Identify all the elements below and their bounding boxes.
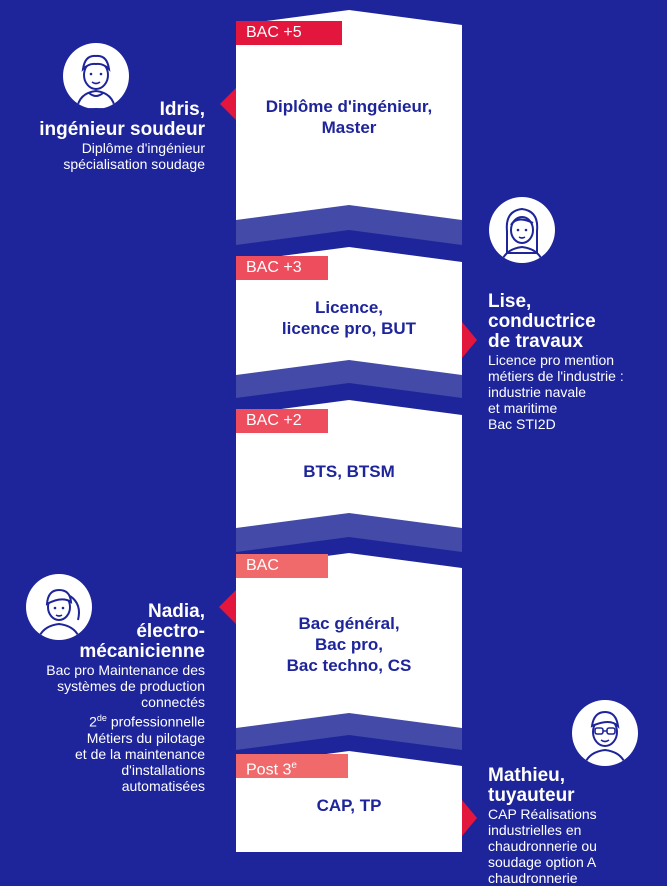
level-line: Bac pro,	[314, 635, 384, 654]
level-line: Bac techno, CS	[286, 656, 412, 675]
person-name: Idris,	[159, 99, 205, 120]
person-name: Lise,	[488, 291, 532, 312]
person-desc: Licence pro mention	[488, 352, 615, 368]
person-desc: Bac pro Maintenance des	[46, 662, 205, 678]
person-role: conductrice	[488, 311, 596, 332]
ladder-section-bac	[236, 553, 462, 728]
level-line: Master	[321, 118, 377, 137]
person-name: Nadia,	[147, 601, 205, 622]
level-tag-post3: Post 3e	[236, 754, 348, 778]
level-line: CAP, TP	[316, 796, 382, 815]
man-avatar-icon	[63, 43, 129, 109]
person-desc-sup: de	[96, 713, 107, 723]
level-line: Diplôme d'ingénieur,	[265, 97, 433, 116]
person-desc: Diplôme d'ingénieur	[81, 140, 205, 156]
level-line: BTS, BTSM	[303, 462, 395, 481]
person-desc: automatisées	[121, 777, 205, 794]
person-desc: d'installations	[121, 761, 205, 778]
person-idris: Idris, ingénieur soudeur Diplôme d'ingén…	[0, 99, 205, 173]
person-desc: connectés	[141, 694, 205, 710]
person-desc: métiers de l'industrie :	[488, 368, 624, 384]
person-desc: soudage option A	[488, 854, 597, 870]
person-desc-num: 2	[89, 713, 97, 730]
person-desc: et de la maintenance	[75, 745, 205, 762]
person-desc: spécialisation soudage	[63, 156, 205, 172]
person-role: ingénieur soudeur	[39, 119, 205, 140]
level-text-bac5: Diplôme d'ingénieur, Master	[236, 96, 462, 138]
person-mathieu: Mathieu, tuyauteur CAP Réalisations indu…	[488, 766, 667, 886]
person-desc: industrielles en	[488, 822, 582, 838]
person-desc: Bac STI2D	[488, 416, 556, 432]
person-desc: Métiers du pilotage	[86, 729, 205, 746]
person-desc: industrie navale	[488, 384, 587, 400]
pointer-lise	[462, 322, 477, 358]
person-desc: chaudronnerie	[488, 870, 578, 886]
ladder-section-bac5	[236, 10, 462, 220]
level-line: Bac général,	[298, 614, 400, 633]
pointer-nadia	[219, 590, 236, 624]
level-tag-post3-main: Post 3	[246, 761, 292, 779]
level-tag-bac: BAC	[236, 554, 328, 578]
person-desc: et maritime	[488, 400, 558, 416]
person-role: mécanicienne	[79, 641, 205, 662]
person-nadia: Nadia, électro- mécanicienne Bac pro Mai…	[0, 602, 205, 794]
level-text-bac2: BTS, BTSM	[236, 461, 462, 482]
person-role: de travaux	[488, 331, 584, 352]
pointer-idris	[220, 88, 236, 120]
person-role: électro-	[136, 621, 205, 642]
person-desc: systèmes de production	[57, 678, 205, 694]
person-lise: Lise, conductrice de travaux Licence pro…	[488, 291, 667, 433]
pointer-mathieu	[462, 800, 477, 836]
man-glasses-avatar-icon	[572, 700, 638, 766]
woman-ponytail-avatar-icon	[26, 574, 92, 640]
person-desc-rest: professionnelle	[106, 713, 205, 730]
woman-long-hair-avatar-icon	[489, 197, 555, 263]
level-tag-bac2: BAC +2	[236, 409, 328, 433]
level-tag-post3-sup: e	[291, 760, 297, 771]
person-desc: 2de professionnelle	[0, 710, 205, 730]
level-line: Licence,	[314, 298, 384, 317]
level-text-bac: Bac général, Bac pro, Bac techno, CS	[236, 613, 462, 676]
person-desc: CAP Réalisations	[488, 806, 597, 822]
level-tag-bac5: BAC +5	[236, 21, 342, 45]
level-tag-bac3: BAC +3	[236, 256, 328, 280]
level-text-post3: CAP, TP	[236, 795, 462, 816]
level-line: licence pro, BUT	[281, 319, 417, 338]
person-desc: chaudronnerie ou	[488, 838, 597, 854]
person-name: Mathieu,	[488, 765, 566, 786]
person-role: tuyauteur	[488, 785, 575, 806]
level-text-bac3: Licence, licence pro, BUT	[236, 297, 462, 339]
